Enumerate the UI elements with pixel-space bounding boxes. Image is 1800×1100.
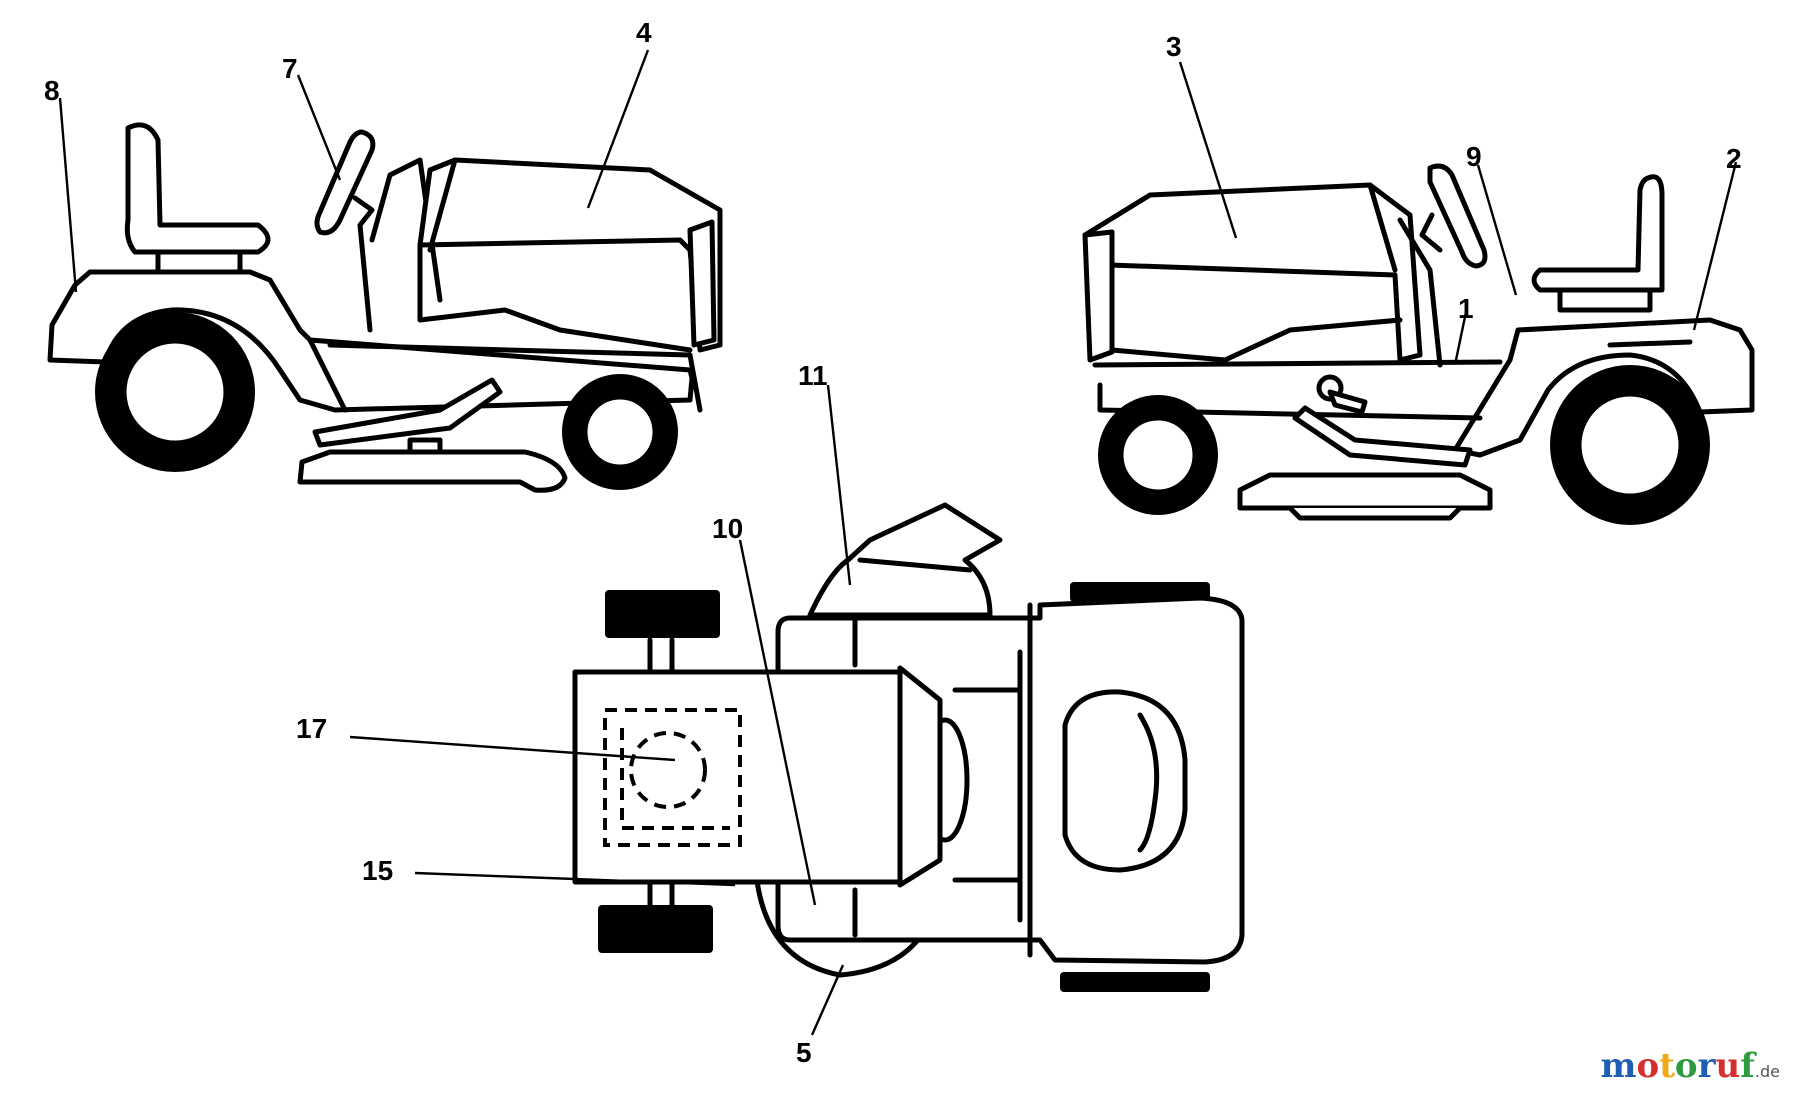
callout-11: 11 <box>798 360 828 391</box>
leader-10 <box>738 539 817 906</box>
callout-15: 15 <box>362 855 393 886</box>
watermark-letter: f <box>1740 1046 1755 1086</box>
mower-deck <box>1237 472 1493 511</box>
steering-wheel <box>1427 163 1488 269</box>
hood <box>1082 182 1423 363</box>
watermark-letter: r <box>1697 1046 1716 1086</box>
watermark-letter: t <box>1659 1046 1675 1086</box>
foot-pedal <box>1292 405 1473 468</box>
hood-top <box>1062 689 1188 873</box>
hood <box>417 157 723 353</box>
callout-1: 1 <box>1458 293 1474 324</box>
leader-15 <box>414 871 736 887</box>
watermark-letter: m <box>1600 1046 1637 1086</box>
leader-3 <box>1178 61 1238 239</box>
leader-lines <box>58 49 1738 1036</box>
tractor-right-side-view <box>1082 163 1755 525</box>
front-tire-bottom <box>1060 972 1210 992</box>
watermark-letter: o <box>1674 1046 1698 1086</box>
tractor-top-view <box>572 502 1245 992</box>
callout-3: 3 <box>1166 31 1182 62</box>
callout-2: 2 <box>1726 143 1742 174</box>
watermark-tld: .de <box>1754 1062 1780 1081</box>
steering-wheel <box>314 129 376 236</box>
seat-outline <box>603 708 742 847</box>
callout-4: 4 <box>636 17 652 48</box>
leader-8 <box>58 97 78 293</box>
leader-1 <box>1454 311 1468 361</box>
rear-tire-top <box>605 590 720 638</box>
callout-17: 17 <box>296 713 327 744</box>
watermark-logo: motoruf.de <box>1601 1046 1780 1086</box>
leader-9 <box>1476 164 1518 296</box>
leader-2 <box>1692 161 1738 331</box>
watermark-letter: o <box>1636 1046 1660 1086</box>
tractor-left-side-view <box>47 122 723 493</box>
leader-4 <box>586 49 650 209</box>
rear-tire-bottom <box>598 905 713 953</box>
leader-11 <box>826 384 852 586</box>
foot-pedal <box>312 377 503 448</box>
callout-10: 10 <box>712 513 743 544</box>
seat <box>1531 174 1665 293</box>
seat <box>124 122 271 255</box>
watermark-letter: u <box>1715 1046 1741 1086</box>
watermark-wordmark: motoruf <box>1601 1046 1755 1086</box>
callout-9: 9 <box>1466 141 1482 172</box>
callout-7: 7 <box>282 53 298 84</box>
mower-deck <box>297 449 568 493</box>
discharge-chute <box>807 502 1003 618</box>
callout-8: 8 <box>44 75 60 106</box>
callout-5: 5 <box>796 1037 812 1068</box>
leader-7 <box>296 74 342 181</box>
leader-5 <box>810 964 845 1036</box>
callouts: 8 7 4 3 9 2 1 11 10 17 15 5 <box>44 17 1742 1068</box>
leader-17 <box>349 735 676 762</box>
